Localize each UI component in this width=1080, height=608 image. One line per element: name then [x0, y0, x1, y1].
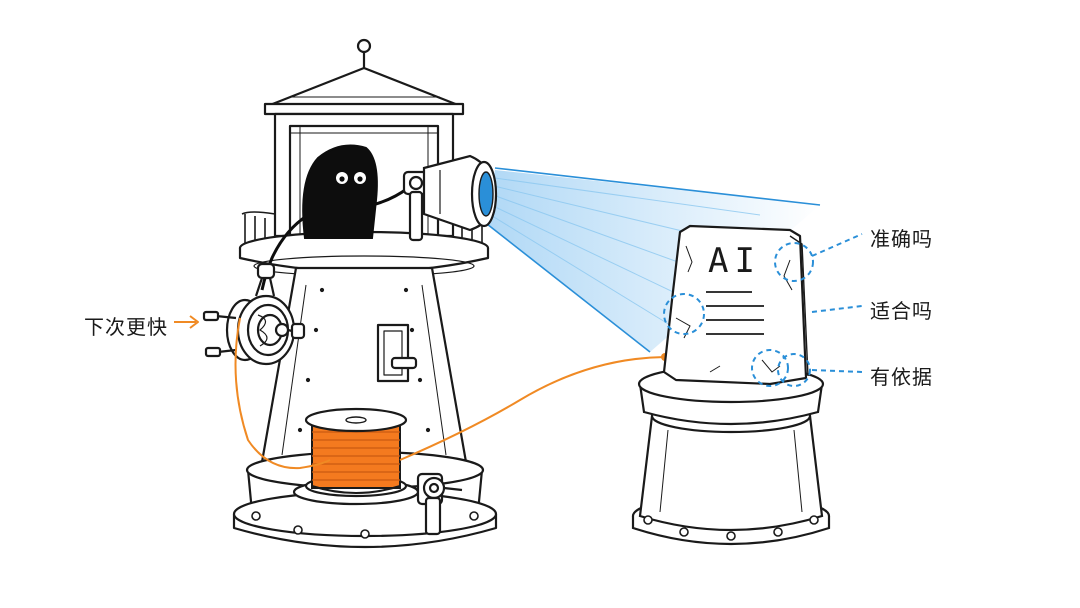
leader-line-fit	[811, 305, 863, 313]
leader-line-evidence	[811, 369, 863, 373]
pedestal-icon	[631, 364, 831, 546]
tablet-text: AI	[708, 241, 761, 281]
evidence-label: 有依据	[870, 365, 933, 389]
hand-crank-icon	[202, 262, 306, 366]
callout-circle-evidence-2	[777, 353, 811, 387]
light-beam	[485, 167, 821, 353]
callout-circle-evidence-1	[751, 349, 789, 387]
spotlight-icon	[402, 154, 498, 242]
faster-next-time-label: 下次更快	[84, 315, 168, 339]
leader-line-accuracy	[811, 233, 863, 257]
callout-markers	[663, 233, 863, 387]
accurate-question-label: 准确吗	[870, 227, 933, 251]
callout-circle-fit	[663, 293, 705, 335]
callout-circle-accuracy	[774, 242, 814, 282]
stone-tablet-icon: AI	[662, 224, 809, 386]
creature-icon	[260, 144, 409, 291]
suitable-question-label: 适合吗	[870, 299, 933, 323]
wire-spool-icon	[304, 407, 408, 498]
